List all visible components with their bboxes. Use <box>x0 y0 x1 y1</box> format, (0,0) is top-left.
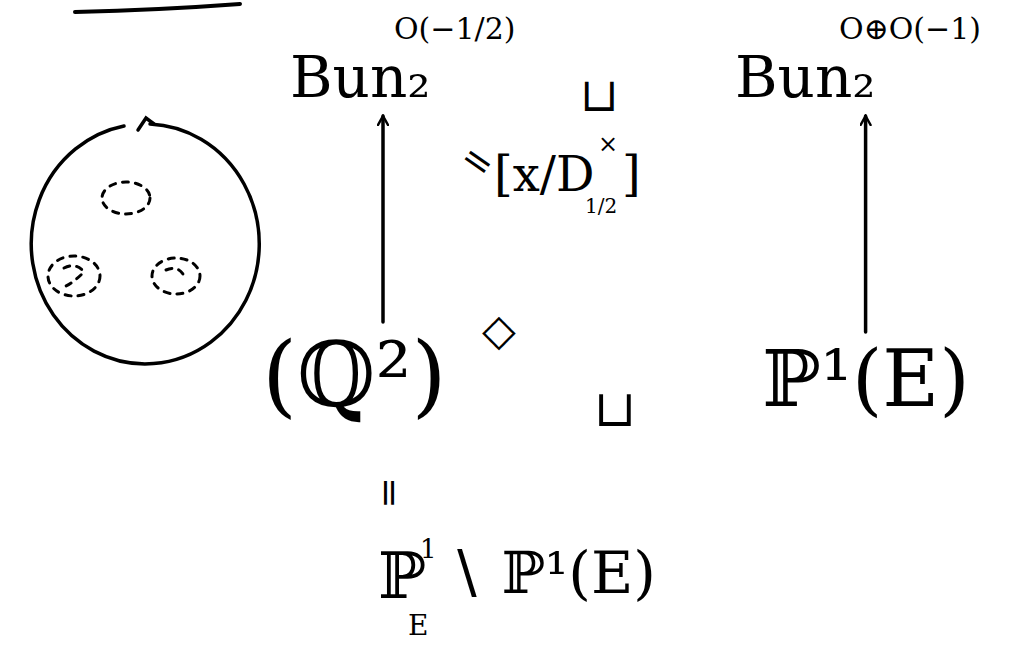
map-arrow <box>864 116 868 332</box>
superscript: 1 <box>420 536 437 562</box>
math-symbol: (ℚ²) <box>262 330 447 420</box>
circle-sketch <box>31 118 259 364</box>
disjoint-union: ⊔ <box>580 72 619 118</box>
superscript: × <box>598 132 618 156</box>
dotted-squiggle <box>166 268 186 280</box>
math-term: ℙ¹(E) <box>762 340 970 418</box>
math-superscript: ◇ <box>482 308 516 352</box>
math-symbol: Bun₂ <box>735 48 876 106</box>
projective-line: ℙ <box>378 544 426 608</box>
underline-stroke <box>75 4 240 12</box>
quotient-stack: [x/D <box>494 150 594 198</box>
set-complement: ∖ ℙ¹(E) <box>446 544 656 602</box>
dotted-blobs <box>48 182 200 296</box>
dotted-blob <box>48 256 100 296</box>
dotted-blob <box>152 258 200 294</box>
math-term: Bun₂O(−1/2) <box>290 48 431 106</box>
subscript: E <box>408 612 428 640</box>
circle-gap-tick <box>138 118 154 130</box>
bracket: ] <box>622 150 641 198</box>
open-circle <box>31 124 259 364</box>
map-arrow <box>381 116 385 322</box>
dotted-blob <box>102 182 150 214</box>
equals-sign: = <box>371 477 409 509</box>
dotted-squiggle <box>64 266 84 286</box>
math-superscript: O(−1/2) <box>394 14 515 44</box>
subscript: 1/2 <box>585 196 617 216</box>
math-term: (ℚ²)◇ <box>262 330 447 420</box>
disjoint-union: ⊔ <box>594 384 636 434</box>
math-term: Bun₂O⊕O(−1) <box>735 48 876 106</box>
math-symbol: Bun₂ <box>290 48 431 106</box>
math-superscript: O⊕O(−1) <box>839 14 981 44</box>
math-symbol: ℙ¹(E) <box>762 340 970 418</box>
